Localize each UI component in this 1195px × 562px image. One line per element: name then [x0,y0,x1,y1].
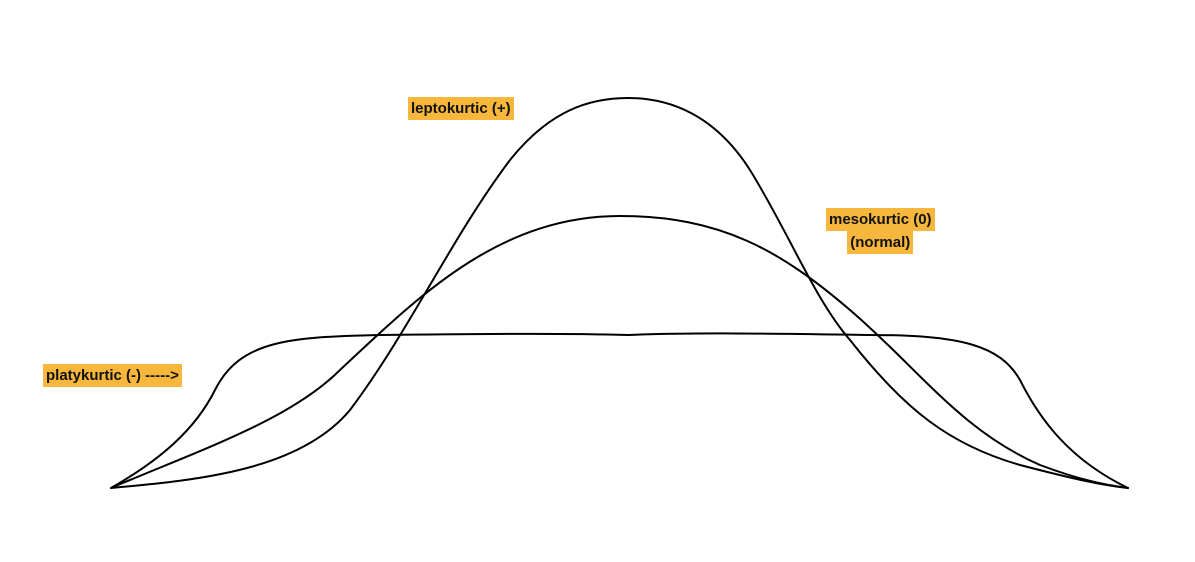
leptokurtic-label-text: leptokurtic (+) [408,97,514,120]
mesokurtic-label: mesokurtic (0) (normal) [826,208,935,254]
platykurtic-label: platykurtic (-) -----> [43,364,182,387]
mesokurtic-curve [110,215,1129,489]
mesokurtic-label-line2: (normal) [847,231,914,254]
platykurtic-curve [110,332,1129,489]
leptokurtic-label: leptokurtic (+) [408,97,514,120]
platykurtic-label-text: platykurtic (-) -----> [43,364,182,387]
mesokurtic-label-line1: mesokurtic (0) [826,208,935,231]
leptokurtic-curve [110,97,1129,489]
